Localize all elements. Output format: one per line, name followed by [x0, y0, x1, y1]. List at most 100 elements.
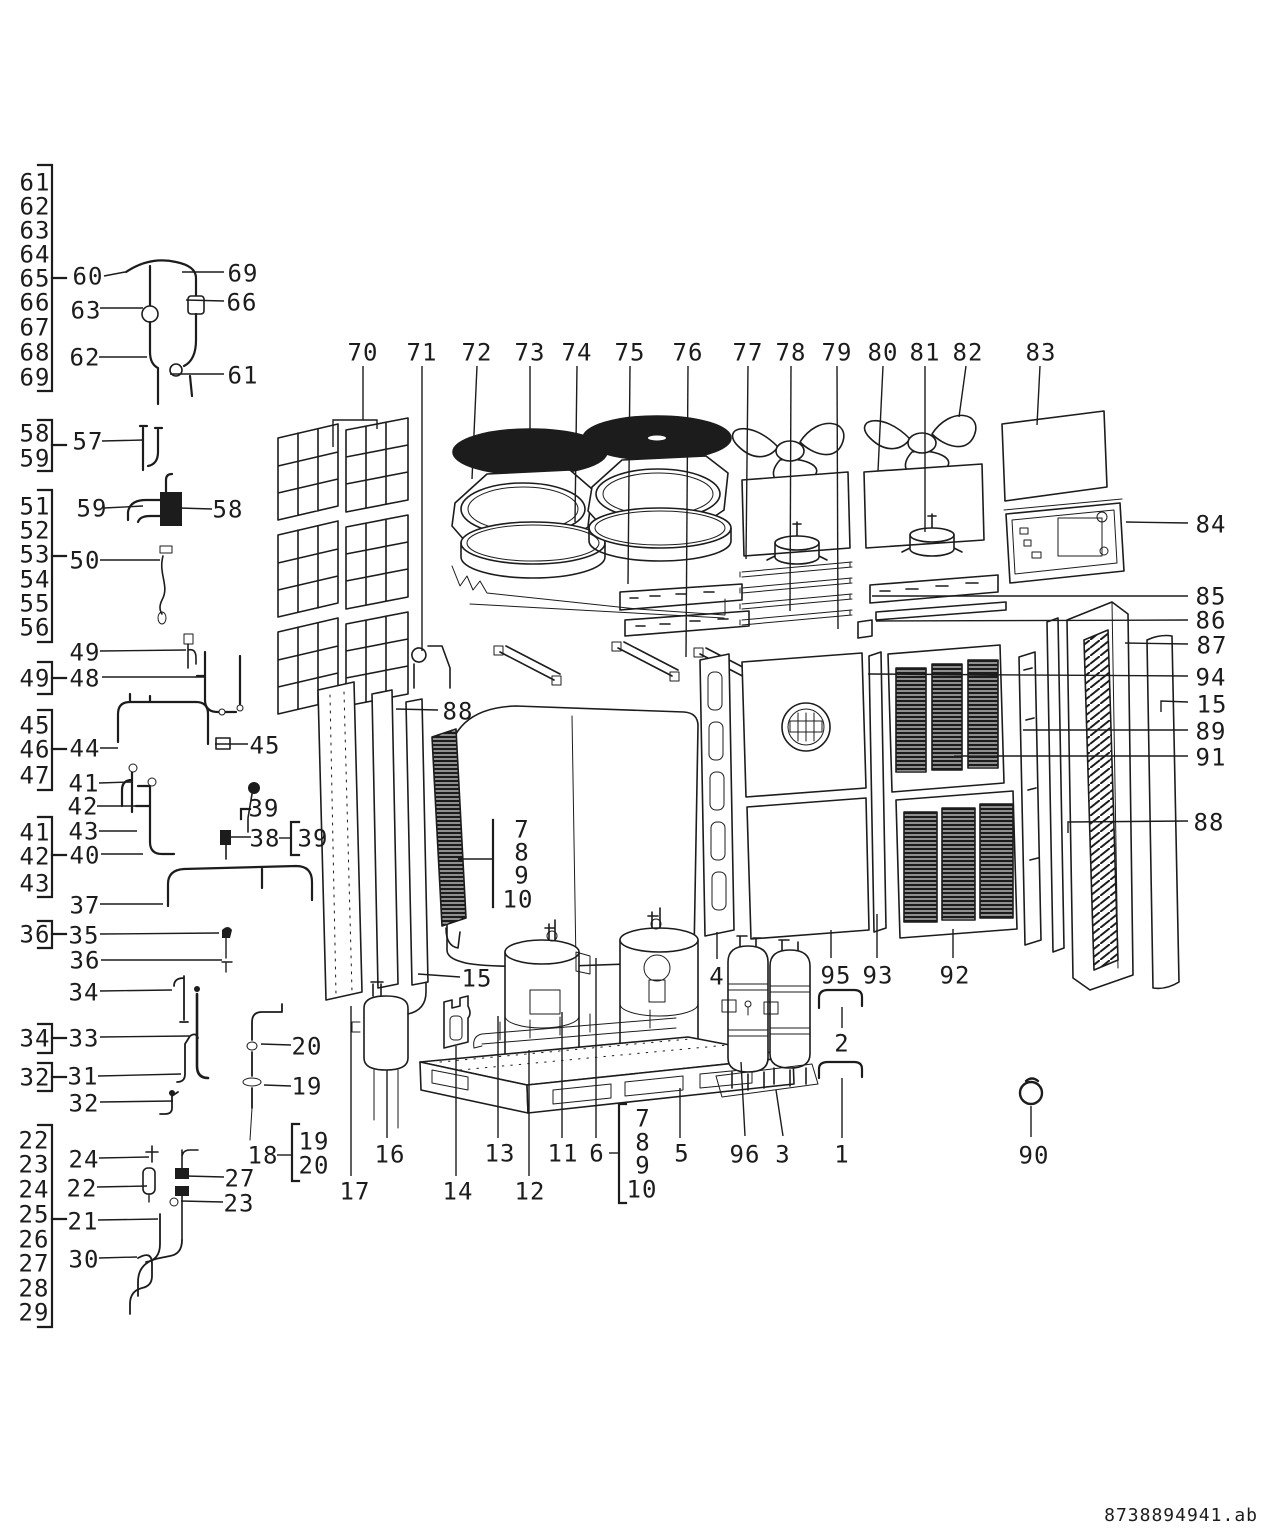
- part-label-80: 80: [868, 338, 899, 366]
- part-label-41: 41: [69, 769, 100, 797]
- part-label-22: 22: [67, 1174, 98, 1202]
- part-label-39: 39: [249, 794, 280, 822]
- leader-line: [103, 271, 126, 277]
- part-label-19: 19: [299, 1127, 330, 1155]
- trim-strip-inner: [405, 698, 429, 986]
- part-label-25: 25: [19, 1200, 50, 1228]
- part-label-36: 36: [20, 920, 51, 948]
- part-label-14: 14: [443, 1177, 474, 1205]
- part-label-32: 32: [20, 1063, 51, 1091]
- hose-clamp: [1018, 1077, 1044, 1106]
- part-label-10: 10: [503, 885, 534, 913]
- part-label-39: 39: [298, 824, 329, 852]
- part-label-77: 77: [733, 338, 764, 366]
- part-label-41: 41: [20, 818, 51, 846]
- part-label-16: 16: [375, 1140, 406, 1168]
- leader-line: [263, 1084, 292, 1087]
- group-bracket: [289, 820, 301, 857]
- leader-line: [685, 365, 689, 658]
- leader-line: [1125, 521, 1189, 524]
- part-label-59: 59: [77, 494, 108, 522]
- part-label-12: 12: [515, 1177, 546, 1205]
- part-label-87: 87: [1197, 631, 1228, 659]
- part-label-71: 71: [407, 338, 438, 366]
- part-label-49: 49: [20, 664, 51, 692]
- part-label-84: 84: [1196, 510, 1227, 538]
- leader-line: [867, 673, 1189, 677]
- fan-support-panels: [741, 463, 985, 557]
- leader-line: [363, 419, 378, 429]
- part-label-64: 64: [20, 240, 51, 268]
- axial-fan-right: [863, 414, 977, 479]
- part-label-4: 4: [709, 962, 724, 990]
- part-label-75: 75: [615, 338, 646, 366]
- part-label-49: 49: [70, 638, 101, 666]
- part-label-22: 22: [19, 1126, 50, 1154]
- leader-line: [775, 1089, 784, 1137]
- part-label-11: 11: [548, 1139, 579, 1167]
- louvered-column: [699, 653, 735, 937]
- leader-line: [627, 365, 631, 585]
- part-label-52: 52: [20, 516, 51, 544]
- part-label-37: 37: [70, 891, 101, 919]
- leader-line: [740, 1061, 746, 1137]
- bosch-logo-icon: [781, 702, 831, 752]
- fan-guard-discs: [452, 415, 732, 476]
- part-label-36: 36: [70, 946, 101, 974]
- front-panel-top: [741, 652, 867, 798]
- part-label-27: 27: [19, 1249, 50, 1277]
- part-label-13: 13: [485, 1139, 516, 1167]
- part-label-68: 68: [20, 338, 51, 366]
- part-label-90: 90: [1019, 1141, 1050, 1169]
- wire-guard-grids: [277, 417, 409, 715]
- part-label-23: 23: [19, 1150, 50, 1178]
- part-label-63: 63: [20, 216, 51, 244]
- part-label-58: 58: [213, 495, 244, 523]
- part-label-28: 28: [19, 1274, 50, 1302]
- part-label-89: 89: [1196, 717, 1227, 745]
- leader-line: [97, 1218, 159, 1221]
- refrigerant-pipe-parts: [116, 259, 314, 1315]
- group-bracket: [36, 815, 54, 899]
- part-label-15: 15: [462, 964, 493, 992]
- part-label-43: 43: [69, 817, 100, 845]
- part-label-74: 74: [562, 338, 593, 366]
- leader-line: [185, 1175, 225, 1178]
- part-label-3: 3: [775, 1140, 790, 1168]
- leader-line: [99, 1035, 190, 1038]
- part-label-79: 79: [822, 338, 853, 366]
- part-label-48: 48: [70, 664, 101, 692]
- leader-line: [332, 366, 364, 447]
- compressor-bracket: [443, 995, 471, 1049]
- evaporator-coil: [431, 728, 467, 949]
- part-label-56: 56: [20, 613, 51, 641]
- base-plate: [419, 1036, 795, 1114]
- group-bracket: [239, 807, 252, 821]
- part-label-62: 62: [20, 192, 51, 220]
- part-label-45: 45: [250, 731, 281, 759]
- part-label-61: 61: [20, 168, 51, 196]
- leader-line: [1036, 365, 1041, 426]
- accumulator: [351, 981, 427, 1129]
- part-label-6: 6: [589, 1139, 604, 1167]
- part-label-45: 45: [20, 711, 51, 739]
- part-label-15: 15: [1197, 690, 1228, 718]
- leader-line: [99, 649, 187, 652]
- part-label-88: 88: [443, 697, 474, 725]
- part-label-66: 66: [20, 288, 51, 316]
- part-label-1: 1: [834, 1140, 849, 1168]
- leader-line: [260, 1043, 292, 1046]
- part-label-5: 5: [674, 1139, 689, 1167]
- part-label-57: 57: [73, 427, 104, 455]
- part-label-92: 92: [940, 961, 971, 989]
- part-label-10: 10: [627, 1175, 658, 1203]
- corner-strip: [868, 651, 887, 933]
- leader-line: [1067, 820, 1189, 833]
- part-label-54: 54: [20, 565, 51, 593]
- callout-layer: [36, 163, 1189, 1329]
- part-label-26: 26: [19, 1225, 50, 1253]
- part-label-24: 24: [69, 1145, 100, 1173]
- diagram-artwork: [116, 259, 1180, 1315]
- leader-line: [98, 781, 132, 784]
- leader-line: [103, 505, 144, 509]
